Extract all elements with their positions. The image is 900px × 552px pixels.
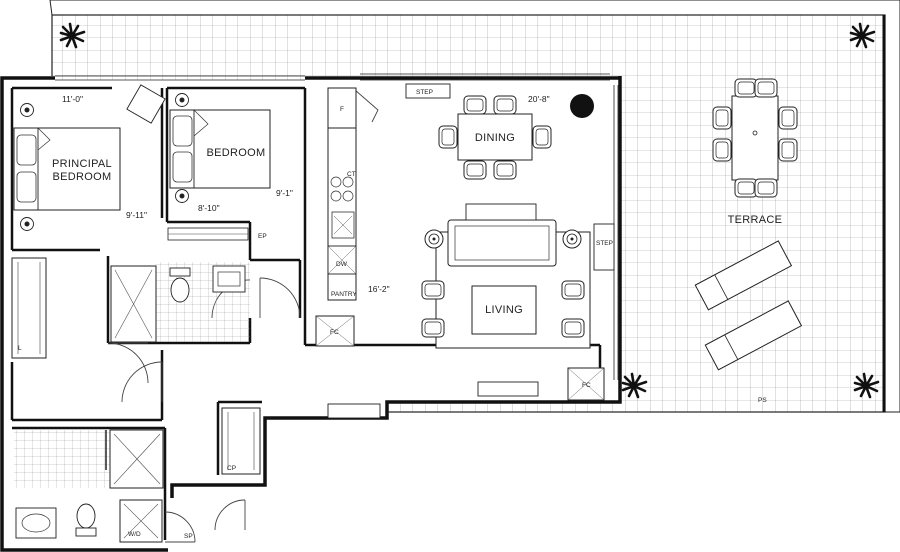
principal-width-dim: 11'-0" xyxy=(62,94,83,104)
dining-label: DINING xyxy=(475,132,515,144)
cp-tag: CP xyxy=(227,465,236,472)
living-label: LIVING xyxy=(485,304,523,316)
bedroom: BEDROOM 9'-1" 8'-10" EP xyxy=(167,93,293,241)
step-top-tag: STEP xyxy=(416,89,433,96)
principal-bedroom: PRINCIPAL BEDROOM 11'-0" 9'-11" xyxy=(13,84,166,231)
fc-living-tag: FC xyxy=(582,382,591,389)
dishwasher-tag: DW xyxy=(336,261,348,268)
principal-bedroom-label-line1: PRINCIPAL xyxy=(52,158,112,170)
dining-width-dim: 20'-8" xyxy=(528,94,550,104)
fridge-tag: F xyxy=(340,106,344,113)
living-depth-dim: 16'-2" xyxy=(368,284,390,294)
living-area: LIVING STEP FC xyxy=(327,203,615,419)
bedroom-label: BEDROOM xyxy=(207,147,266,159)
kitchen: F CT DW PANTRY FC 16'-2" xyxy=(315,87,390,347)
bedroom-width-dim: 8'-10" xyxy=(198,203,220,213)
ps-tag: PS xyxy=(758,397,767,404)
ep-tag: EP xyxy=(258,233,267,240)
linen-closet: L xyxy=(11,257,47,359)
step-side-tag: STEP xyxy=(596,240,613,247)
principal-depth-dim: 9'-11" xyxy=(126,210,147,220)
linen-tag: L xyxy=(18,345,22,352)
terrace-furniture: TERRACE PS xyxy=(59,22,880,404)
sp-tag: SP xyxy=(184,533,193,540)
main-bathroom: W/D SP xyxy=(14,429,193,543)
pantry-tag: PANTRY xyxy=(331,291,357,298)
exterior-walls xyxy=(0,76,622,552)
cooktop-tag: CT xyxy=(347,171,356,178)
ensuite-bathroom xyxy=(110,262,250,343)
fc-kitchen-tag: FC xyxy=(330,329,339,336)
principal-bedroom-label-line2: BEDROOM xyxy=(53,171,112,183)
bedroom-depth-dim: 9'-1" xyxy=(276,188,293,198)
terrace-label: TERRACE xyxy=(728,214,783,226)
dining-area: DINING 20'-8" STEP xyxy=(405,83,594,180)
coat-closet: CP xyxy=(221,407,261,475)
washer-dryer-tag: W/D xyxy=(128,531,141,538)
